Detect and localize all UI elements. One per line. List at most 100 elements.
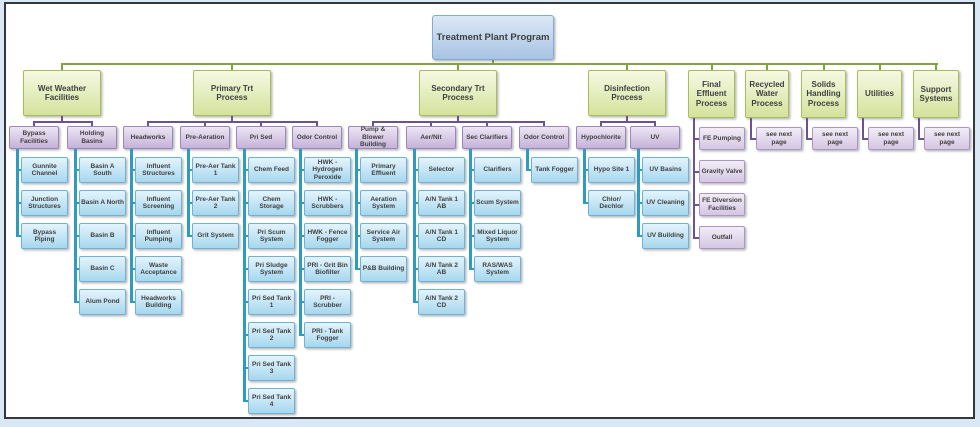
node-pri-sed-tank-3-label: Pri Sed Tank 3 — [252, 360, 291, 376]
node-hwk-hydrogen-peroxide-label: HWK - Hydrogen Peroxide — [312, 158, 343, 181]
node-p-b-building-label: P&B Building — [362, 265, 405, 273]
node-pump-blower-building: Pump & Blower Building — [348, 126, 398, 149]
node-influent-screening: Influent Screening — [135, 190, 182, 216]
node-alum-pond: Alum Pond — [79, 289, 126, 315]
connector-leaf-stub — [187, 169, 192, 171]
connector-leaf-stub — [130, 235, 135, 237]
node-primary-trt-process: Primary Trt Process — [193, 70, 271, 116]
node-pri-sed-tank-4: Pri Sed Tank 4 — [248, 388, 295, 414]
connector-leaf-stub — [583, 202, 588, 204]
node-pri-sludge-system-label: Pri Sludge System — [255, 261, 288, 277]
node-gravity-valve-4: Gravity Valve — [699, 160, 745, 183]
node-treatment-plant-program-label: Treatment Plant Program — [436, 31, 550, 43]
connector-leaf-spine — [526, 149, 529, 171]
connector-group-drop — [600, 121, 602, 126]
connector-leaf-stub — [16, 235, 21, 237]
connector-branch-drop — [766, 63, 768, 70]
node-support-systems-label: Support Systems — [919, 84, 953, 104]
node-see-next-page-6-label: see next page — [821, 131, 849, 146]
connector-leaf-stub — [74, 301, 79, 303]
connector-leaf-stub — [299, 268, 304, 270]
node-chem-storage: Chem Storage — [248, 190, 295, 216]
connector-leaf-stub — [355, 268, 360, 270]
connector-root-riser — [492, 60, 494, 65]
node-pri-sed-label: Pri Sed — [249, 133, 273, 141]
connector-leaf-stub — [637, 235, 642, 237]
node-basin-c: Basin C — [79, 256, 126, 282]
node-hypo-site-1-label: Hypo Site 1 — [593, 166, 630, 174]
connector-branch-drop — [231, 63, 233, 70]
node-pri-grit-bin-biofilter-label: PRI - Grit Bin Biofilter — [307, 261, 348, 277]
connector-branch-drop — [61, 63, 63, 70]
connector-group-drop — [543, 121, 545, 126]
node-aeration-system: Aeration System — [360, 190, 407, 216]
node-utilities: Utilities — [857, 70, 902, 118]
connector-branch-drop — [935, 63, 937, 70]
node-primary-trt-process-label: Primary Trt Process — [210, 83, 254, 103]
connector-leaf-stub — [469, 235, 474, 237]
node-a-n-tank-1-ab: A/N Tank 1 AB — [418, 190, 465, 216]
node-pre-aeration: Pre-Aeration — [180, 126, 230, 149]
connector-leaf-stub — [469, 202, 474, 204]
node-solids-handling-process: Solids Handling Process — [801, 70, 846, 118]
node-ras-was-system-label: RAS/WAS System — [482, 261, 513, 277]
node-p-b-building: P&B Building — [360, 256, 407, 282]
node-aer-nit-label: Aer/Nit — [420, 133, 442, 141]
node-scum-system: Scum System — [474, 190, 521, 216]
connector-leaf-spine — [130, 149, 133, 303]
node-aeration-system-label: Aeration System — [370, 195, 397, 211]
node-aer-nit: Aer/Nit — [406, 126, 456, 149]
node-fe-pumping-4: FE Pumping — [699, 127, 745, 150]
node-sec-clarifiers: Sec Clarifiers — [462, 126, 512, 149]
node-pri-sludge-system: Pri Sludge System — [248, 256, 295, 282]
connector-direct-stub — [918, 137, 924, 140]
connector-leaf-spine — [299, 149, 302, 336]
connector-leaf-spine — [355, 149, 358, 270]
connector-leaf-stub — [413, 268, 418, 270]
connector-leaf-stub — [243, 169, 248, 171]
connector-group-drop — [316, 121, 318, 126]
node-headworks-building-label: Headworks Building — [141, 294, 176, 310]
connector-leaf-stub — [299, 301, 304, 303]
node-tank-fogger: Tank Fogger — [531, 157, 578, 183]
node-pre-aer-tank-1: Pre-Aer Tank 1 — [192, 157, 239, 183]
connector-leaf-stub — [299, 169, 304, 171]
connector-group-riser — [626, 116, 628, 121]
node-wet-weather-facilities-label: Wet Weather Facilities — [37, 83, 87, 103]
node-outfall-4-label: Outfall — [711, 233, 733, 241]
node-grit-system: Grit System — [192, 223, 239, 249]
connector-group-riser — [457, 116, 459, 121]
connector-purple-bus — [372, 121, 545, 123]
node-a-n-tank-2-ab: A/N Tank 2 AB — [418, 256, 465, 282]
node-gravity-valve-4-label: Gravity Valve — [701, 167, 743, 175]
node-grit-system-label: Grit System — [197, 232, 234, 240]
connector-direct-spine — [862, 118, 864, 140]
connector-direct-stub — [862, 137, 868, 140]
node-basin-c-label: Basin C — [90, 265, 115, 273]
node-odor-control: Odor Control — [519, 126, 569, 149]
node-basin-a-north-label: Basin A North — [81, 199, 124, 207]
node-disinfection-process: Disinfection Process — [588, 70, 666, 116]
node-chlor-dechlor-label: Chlor/ Dechlor — [599, 195, 624, 211]
connector-leaf-spine — [243, 149, 246, 402]
node-pri-sed-tank-2-label: Pri Sed Tank 2 — [252, 327, 291, 343]
node-holding-basins: Holding Basins — [67, 126, 117, 149]
connector-direct-stub — [806, 137, 812, 140]
node-influent-structures-label: Influent Structures — [142, 162, 175, 178]
connector-leaf-stub — [526, 169, 531, 171]
node-service-air-system: Service Air System — [360, 223, 407, 249]
connector-leaf-stub — [299, 202, 304, 204]
node-selector: Selector — [418, 157, 465, 183]
connector-leaf-stub — [413, 169, 418, 171]
node-hypo-site-1: Hypo Site 1 — [588, 157, 635, 183]
node-tank-fogger-label: Tank Fogger — [535, 166, 574, 174]
connector-leaf-stub — [355, 202, 360, 204]
node-pre-aer-tank-1-label: Pre-Aer Tank 1 — [195, 162, 236, 178]
connector-leaf-stub — [637, 202, 642, 204]
node-pri-scrubber-label: PRI - Scrubber — [313, 294, 342, 310]
connector-leaf-stub — [243, 268, 248, 270]
node-basin-b: Basin B — [79, 223, 126, 249]
connector-leaf-stub — [187, 202, 192, 204]
node-uv-building-label: UV Building — [647, 232, 684, 240]
node-support-systems: Support Systems — [913, 70, 959, 118]
